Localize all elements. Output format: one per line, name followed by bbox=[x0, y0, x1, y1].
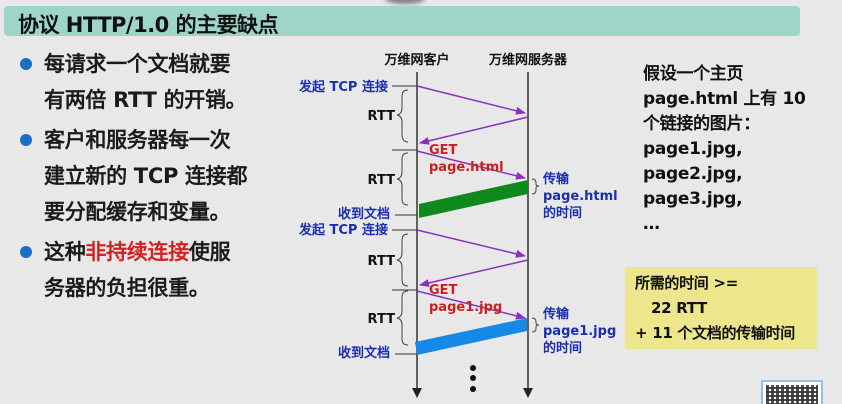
get-target-2: page1.jpg bbox=[429, 300, 502, 315]
transfer-bar-jpg bbox=[415, 318, 527, 355]
get-label-2: GET bbox=[429, 283, 458, 298]
bullet-item-overhead: 每请求一个文档就要 有两倍 RTT 的开销。 bbox=[14, 46, 294, 118]
note-line: page.html 上有 10 bbox=[643, 89, 806, 109]
bullet-text: 建立新的 TCP 连接都 bbox=[44, 164, 248, 188]
bullet-text: 这种非持续连接使服 bbox=[44, 234, 294, 270]
bullet-text: 每请求一个文档就要 bbox=[44, 52, 231, 76]
server-timeline-arrow-icon bbox=[523, 388, 533, 398]
bullet-text-prefix: 这种 bbox=[44, 240, 86, 264]
note-line: page3.jpg, bbox=[643, 189, 743, 209]
synack-arrow-2 bbox=[419, 259, 529, 287]
note-line: 个链接的图片： bbox=[643, 114, 760, 134]
client-header: 万维网客户 bbox=[383, 52, 449, 68]
time-line-3: + 11 个文档的传输时间 bbox=[635, 324, 795, 342]
start-tcp-label-1: 发起 TCP 连接 bbox=[298, 79, 388, 95]
received-label-1: 收到文档 bbox=[338, 206, 390, 222]
bullet-item-buffers: 客户和服务器每一次 建立新的 TCP 连接都 要分配缓存和变量。 bbox=[14, 122, 294, 230]
get-arrow-1 bbox=[416, 150, 526, 180]
note-line: 假设一个主页 bbox=[643, 64, 744, 84]
rtt-brace-icon bbox=[396, 290, 409, 346]
bullet-text-suffix: 使服 bbox=[188, 240, 231, 264]
bullet-text: 要分配缓存和变量。 bbox=[44, 200, 231, 224]
bullet-text: 客户和服务器每一次 bbox=[44, 128, 231, 152]
rtt-label: RTT bbox=[368, 312, 396, 327]
bullet-dot-icon bbox=[20, 246, 32, 258]
time-line-2: 22 RTT bbox=[651, 299, 707, 317]
received-label-2: 收到文档 bbox=[338, 345, 390, 361]
rtt-label: RTT bbox=[368, 109, 396, 124]
client-timeline-arrow-icon bbox=[412, 388, 422, 398]
transfer-bar-html bbox=[419, 180, 528, 218]
transfer-brace-icon bbox=[531, 178, 540, 195]
transfer-label-1b: page.html bbox=[543, 189, 618, 204]
transfer-label-1a: 传输 bbox=[542, 171, 570, 187]
transfer-label-2a: 传输 bbox=[542, 306, 570, 322]
rtt-brace-icon bbox=[396, 89, 409, 143]
rtt-label: RTT bbox=[368, 254, 396, 269]
transfer-label-2b: page1.jpg bbox=[543, 324, 616, 339]
bullet-text: 有两倍 RTT 的开销。 bbox=[44, 88, 247, 112]
rtt-label: RTT bbox=[368, 173, 396, 188]
bullet-text: 务器的负担很重。 bbox=[44, 276, 210, 300]
get-target-1: page.html bbox=[429, 160, 504, 175]
note-line: page1.jpg, bbox=[643, 139, 743, 159]
get-label-1: GET bbox=[429, 143, 458, 158]
syn-arrow-1 bbox=[416, 85, 526, 115]
required-time-box: 所需的时间 >= 22 RTT + 11 个文档的传输时间 bbox=[625, 267, 817, 349]
transfer-label-1c: 的时间 bbox=[543, 205, 582, 221]
start-tcp-label-2: 发起 TCP 连接 bbox=[298, 222, 388, 238]
server-header: 万维网服务器 bbox=[488, 52, 568, 68]
qr-code-icon bbox=[766, 385, 818, 404]
bullet-list: 每请求一个文档就要 有两倍 RTT 的开销。 客户和服务器每一次 建立新的 TC… bbox=[14, 46, 294, 310]
time-line-1: 所需的时间 >= bbox=[635, 274, 738, 292]
synack-arrow-1 bbox=[419, 116, 529, 145]
assumption-note: 假设一个主页 page.html 上有 10 个链接的图片： page1.jpg… bbox=[643, 62, 806, 237]
page-title: 协议 HTTP/1.0 的主要缺点 bbox=[18, 13, 279, 37]
get-arrow-2 bbox=[416, 290, 526, 320]
bullet-dot-icon bbox=[20, 134, 32, 146]
note-line: … bbox=[643, 214, 660, 234]
qr-code bbox=[761, 380, 823, 404]
note-line: page2.jpg, bbox=[643, 164, 743, 184]
title-bar: 协议 HTTP/1.0 的主要缺点 bbox=[4, 6, 800, 37]
rtt-brace-icon bbox=[396, 152, 409, 206]
transfer-brace-icon bbox=[531, 317, 540, 333]
highlight-nonpersistent: 非持续连接 bbox=[85, 240, 189, 264]
rtt-brace-icon bbox=[396, 233, 409, 287]
top-decoration bbox=[385, 0, 425, 4]
bullet-item-nonpersistent: 这种非持续连接使服 务器的负担很重。 bbox=[14, 234, 294, 306]
transfer-label-2c: 的时间 bbox=[543, 340, 582, 356]
syn-arrow-2 bbox=[416, 229, 526, 258]
continuation-dots-icon bbox=[470, 365, 476, 392]
bullet-dot-icon bbox=[20, 58, 32, 70]
